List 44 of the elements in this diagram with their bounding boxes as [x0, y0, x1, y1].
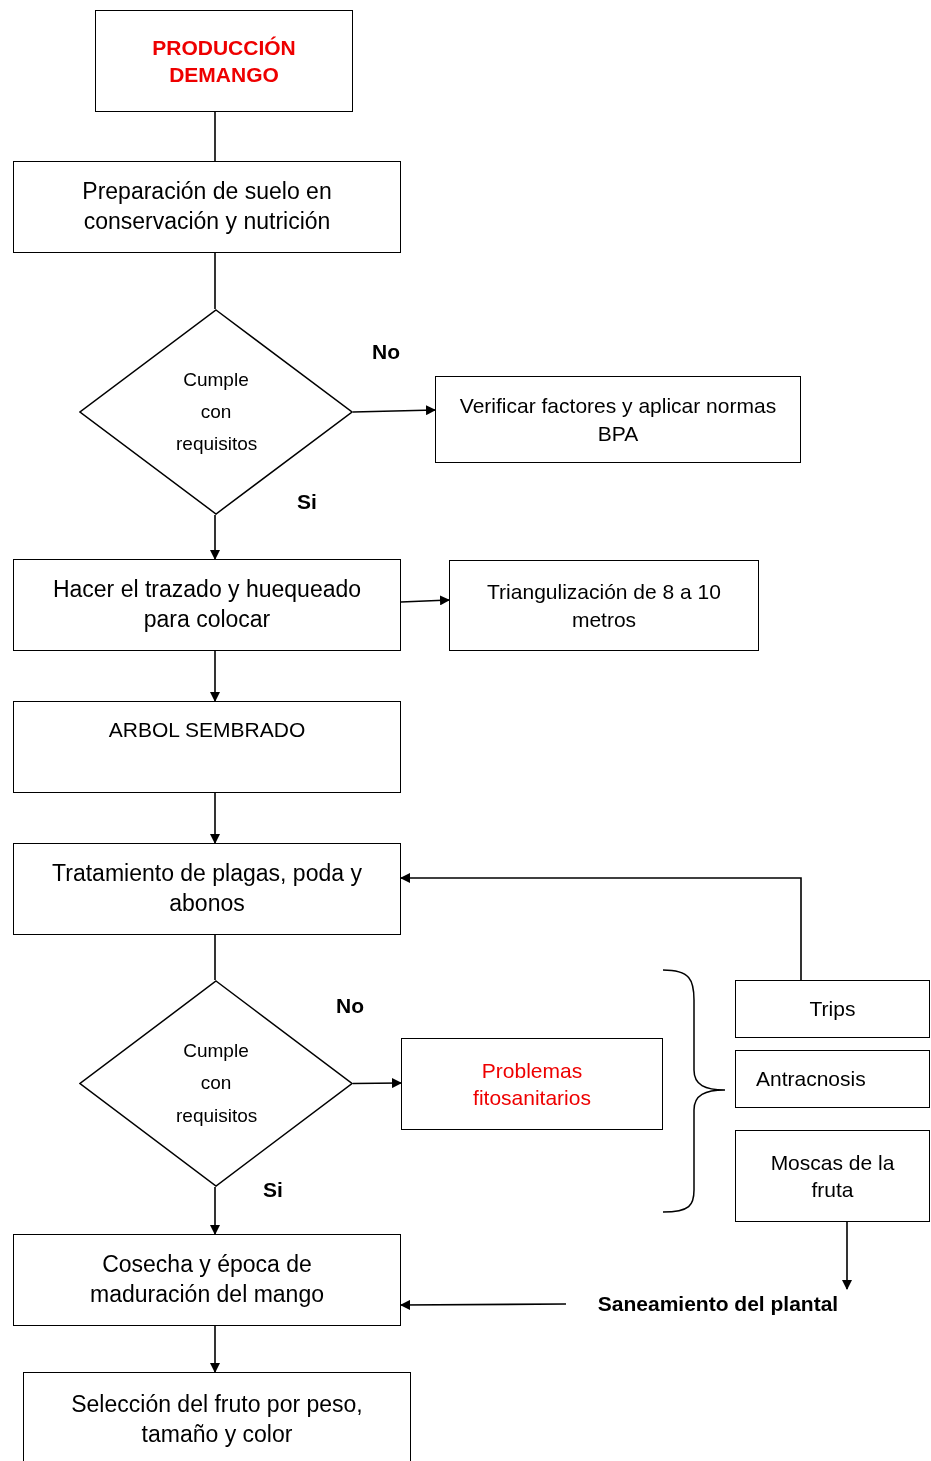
- process-box: [13, 1234, 401, 1326]
- process-box: [735, 1050, 930, 1108]
- process-box: [449, 560, 759, 651]
- arrow: [210, 514, 220, 560]
- process-box: [13, 161, 401, 253]
- connector-line: [214, 934, 216, 981]
- arrow: [400, 1299, 567, 1310]
- arrow: [842, 1221, 852, 1290]
- note-text: Saneamiento del plantal: [597, 1291, 839, 1318]
- process-box: [735, 1130, 930, 1222]
- process-box: [13, 843, 401, 935]
- process-box: [13, 701, 401, 793]
- node-label: Cumple con requisitos: [176, 367, 256, 457]
- process-box: [13, 559, 401, 651]
- arrow: [210, 1186, 220, 1235]
- node-label: Trips: [809, 996, 856, 1023]
- process-box: [401, 1038, 663, 1130]
- node-label: Cumple con requisitos: [176, 1039, 256, 1128]
- node-label: Verificar factores y aplicar normas BPA: [458, 393, 778, 447]
- arrow: [210, 792, 220, 844]
- arrow: [400, 595, 450, 606]
- node-label: Tratamiento de plagas, poda y abonos: [52, 859, 362, 918]
- connector-line: [214, 111, 216, 162]
- node-label: Triangulización de 8 a 10 metros: [486, 579, 722, 633]
- node-label: PRODUCCIÓN DEMANGO: [151, 34, 297, 88]
- node-label: Preparación de suelo en conservación y nutrición: [81, 177, 333, 236]
- node-label: Cosecha y época de maduración del mango: [89, 1250, 325, 1309]
- process-box: [95, 10, 353, 112]
- node-label: Antracnosis: [756, 1066, 866, 1093]
- process-box: [435, 376, 801, 463]
- arrow: [210, 650, 220, 702]
- decision-diamond: [79, 309, 353, 515]
- node-label: Hacer el trazado y huequeado para colocar: [51, 575, 363, 634]
- node-label: ARBOL SEMBRADO: [108, 717, 306, 743]
- arrow: [352, 405, 436, 416]
- arrow: [210, 1325, 220, 1373]
- connector-line: [214, 252, 216, 310]
- node-label: Selección del fruto por peso, tamaño y color: [70, 1389, 364, 1449]
- arrow: [400, 873, 802, 981]
- arrow: [352, 1078, 402, 1089]
- process-box: [735, 980, 930, 1038]
- node-label: Problemas fitosanitarios: [472, 1057, 592, 1111]
- node-label: Moscas de la fruta: [769, 1149, 896, 1203]
- process-box: [23, 1372, 411, 1461]
